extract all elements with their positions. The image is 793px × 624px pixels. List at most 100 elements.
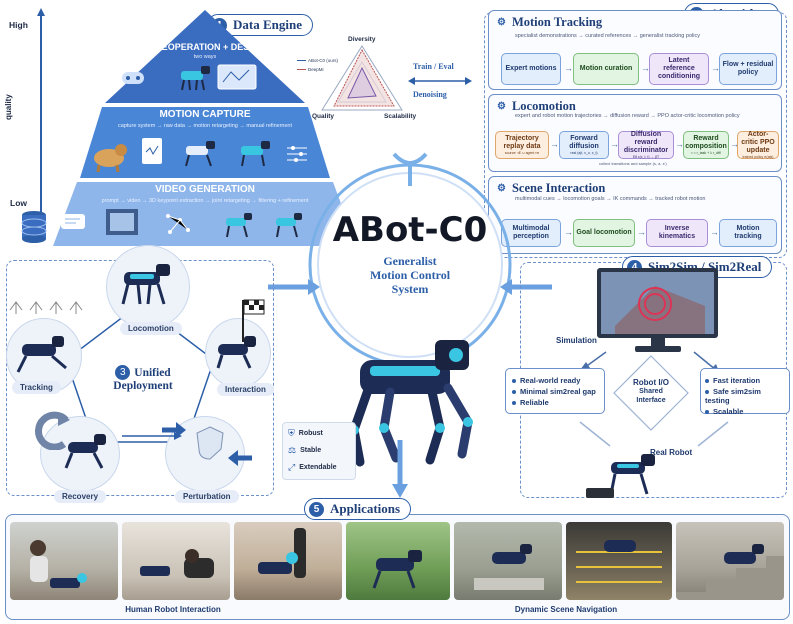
tier-videogen-sub: prompt → video → 3D keypoint extraction … bbox=[101, 198, 309, 204]
si-arrow-1: → bbox=[564, 227, 573, 237]
recovery-robot-icon bbox=[60, 430, 116, 475]
mt-arrow-2: → bbox=[641, 63, 650, 73]
arrow-right-into-center bbox=[500, 278, 552, 301]
node-recovery-label: Recovery bbox=[54, 490, 107, 503]
blueprint-icon bbox=[217, 64, 257, 95]
loco-step-replay: Trajectory replay data source: τE ∪ agen… bbox=[495, 131, 549, 159]
unified-number: 3 bbox=[115, 365, 131, 380]
tier-mocap-title: MOTION CAPTURE bbox=[159, 109, 251, 120]
recovery-to-perturbation-arrow bbox=[122, 428, 182, 446]
shared-interface-line-1: Robot I/O bbox=[633, 378, 669, 387]
shared-interface-line-2: Shared bbox=[639, 388, 663, 395]
node-tracking-label: Tracking bbox=[12, 381, 61, 394]
perturbation-arrow-left-icon bbox=[162, 422, 186, 443]
mt-arrow-3: → bbox=[711, 63, 720, 73]
train-eval-label: Train / Eval bbox=[413, 62, 454, 71]
shield-icon: ⛨ bbox=[288, 428, 295, 438]
video-robot-2-icon bbox=[270, 210, 306, 243]
si-step-tracking: Motion tracking bbox=[719, 219, 777, 247]
sim2real-left-list: Real-world ready Minimal sim2real gap Re… bbox=[505, 368, 605, 414]
data-engine-pyramid: TELEOPERATION + DESIGN two ways MOTION C… bbox=[45, 8, 365, 248]
node-locomotion-label: Locomotion bbox=[120, 322, 182, 335]
tier-videogen-title: VIDEO GENERATION bbox=[155, 184, 255, 195]
locomotion-header: ⚙ Locomotion bbox=[497, 99, 576, 114]
perturbation-shield-icon bbox=[195, 425, 225, 466]
tier-teleop-title: TELEOPERATION + DESIGN bbox=[144, 42, 266, 52]
simulation-monitor bbox=[595, 266, 720, 361]
tracking-robot-icon bbox=[12, 330, 72, 379]
center-top-connector bbox=[390, 150, 430, 195]
radar-quality-label: Quality bbox=[312, 113, 335, 120]
train-eval-arrow bbox=[408, 74, 472, 93]
sim2real-right-list: Fast iteration Safe sim2sim testing Scal… bbox=[700, 368, 790, 416]
radar-scalability-label: Scalability bbox=[384, 113, 417, 120]
motion-tracking-sub: specialist demonstrations → curated refe… bbox=[515, 33, 700, 39]
hri-caption: Human Robot Interaction bbox=[125, 605, 221, 614]
left-list-item-2: Minimal sim2real gap bbox=[520, 387, 596, 396]
motion-tracking-icon: ⚙ bbox=[497, 17, 506, 28]
dog-photo-icon bbox=[89, 138, 129, 177]
unified-center-label: 3 Unified Deployment bbox=[100, 365, 186, 392]
axis-high-label: High bbox=[9, 20, 28, 30]
left-list-item-1: Real-world ready bbox=[520, 376, 581, 385]
sliders-icon bbox=[285, 143, 309, 170]
mt-arrow-1: → bbox=[564, 63, 573, 73]
nav-photo-2 bbox=[454, 522, 562, 600]
checkered-flag-icon bbox=[240, 298, 268, 347]
arrow-to-applications bbox=[390, 440, 410, 503]
loco-step-forward-label: Forward diffusion bbox=[569, 134, 599, 150]
loco-step-discriminator-tiny: Eθ ε(x_t, t) → βT bbox=[632, 155, 660, 160]
applications-title: 5 Applications bbox=[304, 498, 412, 520]
motion-tracking-header: ⚙ Motion Tracking bbox=[497, 15, 602, 30]
data-engine-title-text: Data Engine bbox=[233, 17, 302, 32]
locomotion-icon: ⚙ bbox=[497, 101, 506, 112]
quality-axis bbox=[37, 8, 45, 243]
loco-step-forward-tiny: real (a|t, x_o, x_t) bbox=[570, 151, 598, 156]
scene-interaction-icon: ⚙ bbox=[497, 183, 506, 194]
tier-mocap-sub: capture system → raw data → motion retar… bbox=[118, 123, 292, 129]
robot-dog-icon bbox=[175, 63, 213, 96]
mt-step-curation: Motion curation bbox=[573, 53, 639, 85]
loco-step-reward: Reward composition r = r_task + λ r_diff bbox=[683, 131, 729, 159]
si-step-ik: Inverse kinematics bbox=[646, 219, 708, 247]
center-hub: ABot-C0 Generalist Motion Control System bbox=[305, 160, 515, 370]
real-robot-label: Real Robot bbox=[650, 448, 693, 457]
si-step-perception: Multimodal perception bbox=[501, 219, 561, 247]
loco-step-ppo-tiny: trained policy π(a|s) bbox=[742, 155, 774, 160]
right-to-real-arrow bbox=[690, 420, 730, 455]
badge-extendable: Extendable bbox=[299, 464, 337, 471]
radar-legend-b: DeepMi bbox=[308, 67, 324, 72]
database-icon bbox=[20, 210, 48, 249]
video-frame-icon bbox=[105, 208, 139, 241]
loco-step-replay-tiny: source: τE ∪ agent τπ bbox=[504, 151, 540, 156]
scene-interaction-title: Scene Interaction bbox=[511, 181, 606, 195]
shared-interface-line-3: Interface bbox=[636, 396, 666, 404]
axis-low-label: Low bbox=[10, 198, 27, 208]
unified-title-1: Unified bbox=[134, 366, 171, 379]
loco-arrow-4: → bbox=[730, 139, 739, 149]
recovery-arrow-icon bbox=[28, 410, 72, 455]
radar-legend: ABot-C0 (ours) DeepMi bbox=[297, 58, 338, 72]
center-robot-dog bbox=[340, 330, 490, 475]
radar-legend-a: ABot-C0 (ours) bbox=[308, 58, 339, 63]
arrow-left-into-center bbox=[268, 278, 320, 301]
denoising-label: Denoising bbox=[413, 90, 447, 99]
radar-chart: Diversity Quality Scalability bbox=[312, 36, 416, 123]
scene-interaction-header: ⚙ Scene Interaction bbox=[497, 181, 605, 196]
nav-photo-1 bbox=[346, 522, 450, 600]
loco-step-ppo-label: Actor-critic PPO update bbox=[741, 130, 775, 155]
loco-step-replay-label: Trajectory replay data bbox=[503, 134, 541, 150]
locomotion-panel: ⚙ Locomotion expert and robot motion tra… bbox=[488, 94, 782, 172]
loco-step-discriminator-label: Diffusion reward discriminator bbox=[623, 130, 669, 155]
shared-interface-text: Robot I/O Shared Interface bbox=[612, 378, 690, 406]
badge-stable: Stable bbox=[300, 447, 322, 454]
real-robot-icon bbox=[605, 452, 665, 501]
tracking-skeletons-icon bbox=[8, 298, 88, 323]
perturbation-arrow-right-icon bbox=[228, 450, 252, 471]
left-list-item-3: Reliable bbox=[520, 398, 549, 407]
expand-icon: ⤢ bbox=[288, 462, 296, 472]
right-list-item-1: Fast iteration bbox=[713, 376, 761, 385]
loco-step-reward-tiny: r = r_task + λ r_diff bbox=[691, 151, 721, 156]
center-subtitle-1: Generalist bbox=[383, 254, 437, 268]
si-arrow-3: → bbox=[710, 227, 719, 237]
